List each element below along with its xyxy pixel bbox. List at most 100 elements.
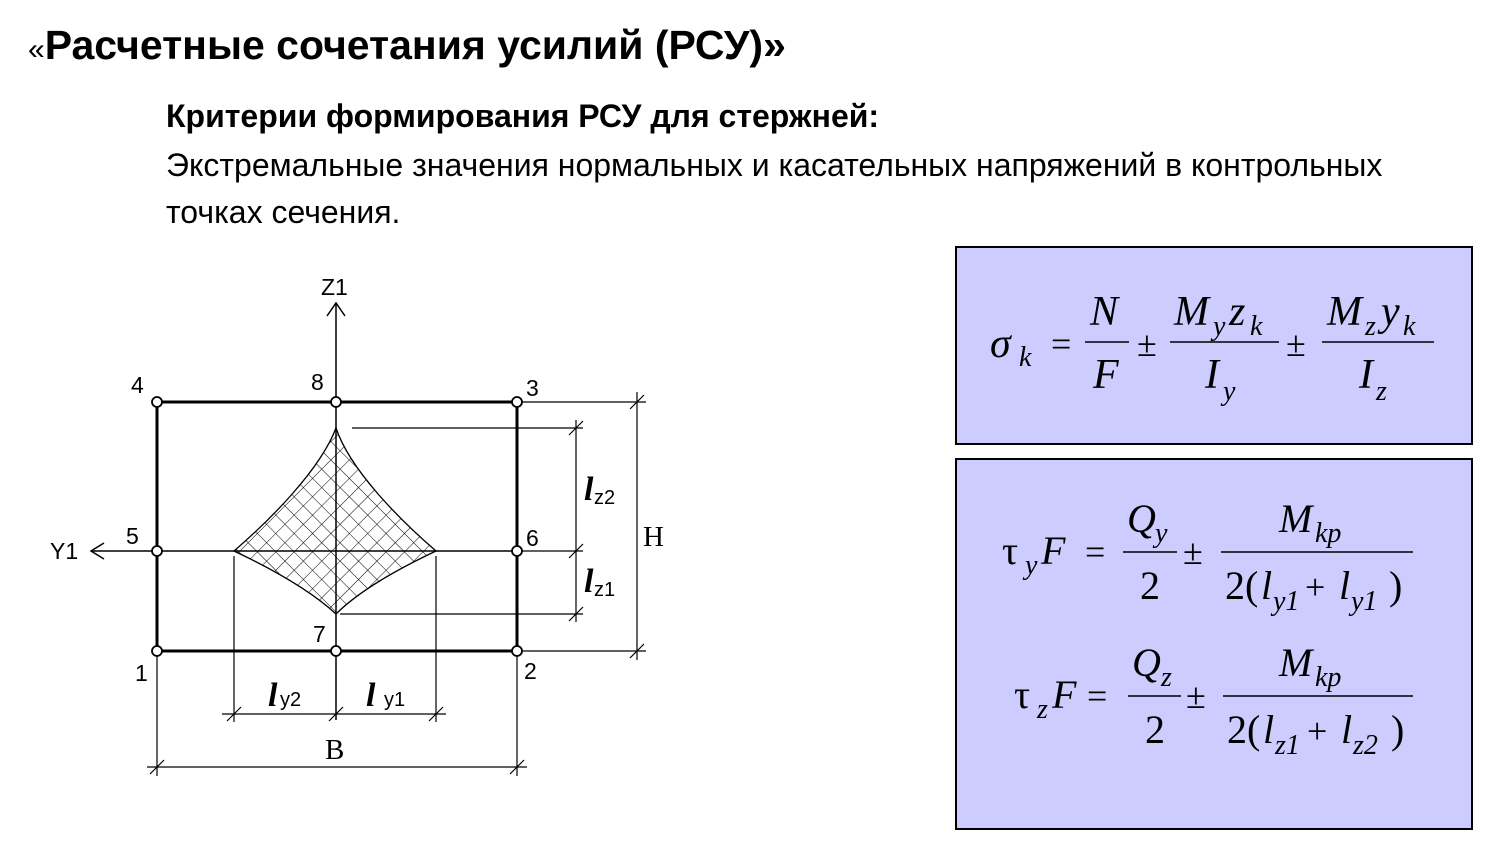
formula_sigma-my_sub: y bbox=[1210, 311, 1226, 342]
point-2-marker bbox=[511, 645, 523, 657]
formula_sigma-iy_sub: y bbox=[1220, 376, 1236, 407]
formula_tau_y-l2_sub: y1 bbox=[1348, 586, 1377, 617]
page-title: «Расчетные сочетания усилий (РСУ)» bbox=[28, 22, 786, 69]
formula_tau_y-l1: l bbox=[1261, 563, 1272, 608]
lz2-subscript: z2 bbox=[594, 487, 615, 509]
point-1-label: 1 bbox=[135, 660, 148, 686]
point-3-marker bbox=[511, 396, 523, 408]
point-1-marker bbox=[151, 645, 163, 657]
point-4-label: 4 bbox=[131, 372, 144, 398]
formula_sigma-mz_sub: z bbox=[1364, 311, 1376, 342]
path-mark bbox=[629, 394, 645, 659]
criteria-heading: Критерии формирования РСУ для стержней: bbox=[166, 98, 880, 134]
formula_sigma-lhs_sub: k bbox=[1019, 342, 1032, 373]
formula_tau_y-m: M bbox=[1278, 496, 1315, 541]
point-6-marker bbox=[511, 545, 523, 557]
y-axis-arrow bbox=[89, 542, 105, 560]
shear-stress-formulas: τ y F = Q y 2 ± M kp 2( l y1 + l y1 ) τ … bbox=[1002, 496, 1413, 761]
point-8-marker bbox=[330, 396, 342, 408]
formula_tau_y-plus: + bbox=[1305, 567, 1325, 607]
formula_tau_y-two: 2 bbox=[1140, 563, 1160, 608]
formula_tau_y-l2: l bbox=[1339, 563, 1350, 608]
formula_tau_z-q_sub: z bbox=[1160, 662, 1172, 693]
formula_sigma-iy: I bbox=[1204, 352, 1221, 398]
path-mark bbox=[226, 706, 444, 722]
formula_tau_y-q: Q bbox=[1127, 496, 1156, 541]
lz2-letter: l bbox=[584, 471, 594, 508]
formula_tau_z-l2_sub: z2 bbox=[1352, 730, 1378, 761]
point-6-label: 6 bbox=[526, 525, 539, 551]
formula_tau_z-l2: l bbox=[1341, 707, 1352, 752]
formula_sigma-my: M bbox=[1173, 289, 1211, 335]
formula_sigma-zk_sub: k bbox=[1250, 311, 1263, 342]
cross-section-diagram: Z1 Y1 4 8 3 5 6 7 1 2 H B l l l l z2 z1 … bbox=[50, 274, 664, 776]
g-mark: Z1 Y1 4 8 3 5 6 7 1 2 bbox=[50, 274, 539, 686]
formula_tau_z-plus: + bbox=[1307, 711, 1327, 751]
formula_tau_y-pm: ± bbox=[1183, 532, 1203, 572]
formula_tau_y-den_open: 2( bbox=[1225, 563, 1258, 608]
normal-stress-formula-panel: σ k = N F ± M y z k I y ± M z y k I z bbox=[955, 246, 1473, 445]
point-5-marker bbox=[151, 545, 163, 557]
formula_tau_y-q_sub: y bbox=[1152, 518, 1168, 549]
formula_tau_z-tau_sub: z bbox=[1036, 694, 1048, 725]
formula_tau_z-eq: = bbox=[1087, 676, 1107, 716]
ly1-subscript: y1 bbox=[384, 689, 405, 711]
formula_tau_z-pm: ± bbox=[1186, 676, 1206, 716]
g-mark: l l l l bbox=[268, 471, 594, 714]
title-text: Расчетные сочетания усилий (РСУ) bbox=[44, 22, 764, 68]
point-8-label: 8 bbox=[311, 369, 324, 395]
formula_sigma-lhs: σ bbox=[990, 321, 1013, 367]
formula_sigma-pm: ± bbox=[1137, 324, 1157, 364]
ly2-letter: l bbox=[268, 677, 278, 714]
formula_sigma-iz: I bbox=[1358, 352, 1375, 398]
formula_sigma-n: N bbox=[1089, 289, 1120, 335]
path-mark bbox=[149, 759, 525, 775]
tau-y-formula: τ y F = Q y 2 ± M kp 2( l y1 + l y1 ) bbox=[1002, 496, 1413, 617]
formula_tau_z-m_sub: kp bbox=[1315, 662, 1341, 693]
formula_tau_z-tau: τ bbox=[1014, 672, 1030, 717]
formula_tau_y-m_sub: kp bbox=[1315, 518, 1341, 549]
formula_tau_z-l1: l bbox=[1263, 707, 1274, 752]
g-mark: z2 z1 y2 y1 bbox=[280, 487, 615, 711]
formula_sigma-yk_sub: k bbox=[1403, 311, 1416, 342]
g-mark bbox=[151, 396, 523, 657]
formula_sigma-eq: = bbox=[1051, 324, 1071, 364]
point-4-marker bbox=[151, 396, 163, 408]
formula_sigma-f: F bbox=[1092, 352, 1119, 398]
point-7-label: 7 bbox=[313, 621, 326, 647]
lz1-letter: l bbox=[584, 563, 594, 600]
ly2-subscript: y2 bbox=[280, 689, 301, 711]
formula_tau_z-m: M bbox=[1278, 640, 1315, 685]
g-mark: σ k = N F ± M y z k I y ± M z y k I z bbox=[990, 289, 1434, 407]
point-5-label: 5 bbox=[126, 523, 139, 549]
tau-z-formula: τ z F = Q z 2 ± M kp 2( l z1 + l z2 ) bbox=[1014, 640, 1413, 761]
shear-stress-formula-panel: τ y F = Q y 2 ± M kp 2( l y1 + l y1 ) τ … bbox=[955, 458, 1473, 830]
formula_tau_y-den_close: ) bbox=[1389, 563, 1402, 608]
formula_sigma-iz_sub: z bbox=[1375, 376, 1387, 407]
quote-open: « bbox=[28, 33, 45, 66]
formula_sigma-pm: ± bbox=[1286, 324, 1306, 364]
g-mark: H B bbox=[325, 521, 664, 766]
formula_tau_z-l1_sub: z1 bbox=[1274, 730, 1300, 761]
dimension-h-label: H bbox=[643, 521, 664, 553]
criteria-description: Экстремальные значения нормальных и каса… bbox=[166, 147, 1383, 230]
formula_tau_z-f: F bbox=[1051, 672, 1077, 717]
point-2-label: 2 bbox=[524, 658, 537, 684]
dimension-b-label: B bbox=[325, 734, 344, 766]
z-axis-arrow bbox=[326, 301, 346, 317]
formula_tau_y-tau: τ bbox=[1002, 528, 1018, 573]
formula_tau_z-den_close: ) bbox=[1391, 707, 1404, 752]
z-axis-label: Z1 bbox=[321, 274, 348, 300]
formula_sigma-yk: y bbox=[1377, 289, 1400, 335]
formula_tau_y-tau_sub: y bbox=[1022, 550, 1038, 581]
quote-close: » bbox=[763, 22, 786, 68]
formula_tau_z-q: Q bbox=[1132, 640, 1161, 685]
kern-region bbox=[232, 426, 438, 615]
lz1-subscript: z1 bbox=[594, 579, 615, 601]
formula_tau_z-den_open: 2( bbox=[1227, 707, 1260, 752]
y-axis-label: Y1 bbox=[50, 538, 78, 564]
normal-stress-formula: σ k = N F ± M y z k I y ± M z y k I z bbox=[990, 289, 1434, 407]
formula_tau_y-eq: = bbox=[1085, 532, 1105, 572]
point-3-label: 3 bbox=[526, 375, 539, 401]
formula_tau_z-two: 2 bbox=[1145, 707, 1165, 752]
